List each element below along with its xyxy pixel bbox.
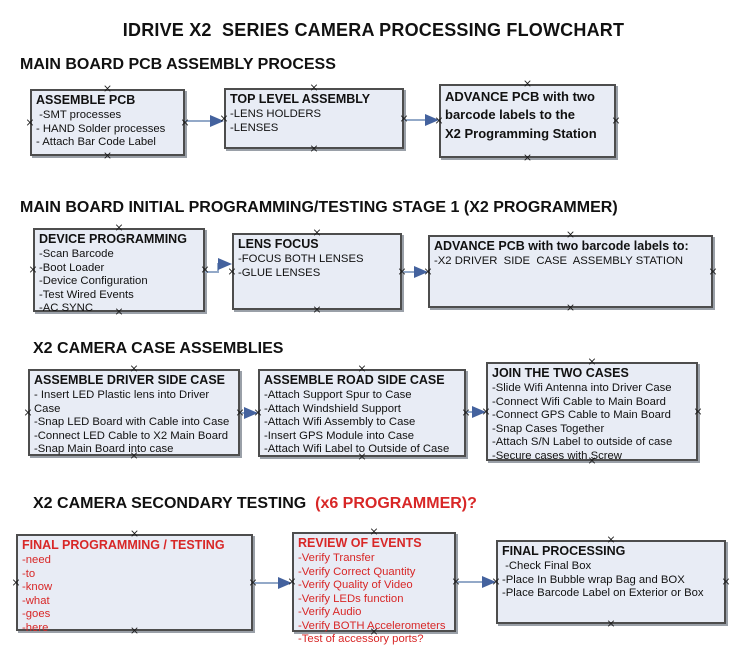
box-item: -Attach Wifi Assembly to Case	[264, 416, 416, 428]
box-item: -LENS HOLDERS	[230, 108, 322, 120]
box-item: -Snap Cases Together	[492, 422, 605, 435]
box-item: -GLUE LENSES	[238, 266, 321, 279]
box-item: -Secure cases with Screw	[492, 449, 622, 462]
box-item: - HAND Solder processes	[36, 122, 166, 135]
flow-box-final-processing[interactable]: FINAL PROCESSING -Check Final Box -Place…	[496, 540, 726, 624]
box-title: DEVICE PROGRAMMING	[39, 232, 187, 246]
box-item: -Attach Wifi Label to Outside of Case	[264, 443, 450, 455]
box-item: -Attach Windshield Support	[264, 402, 401, 415]
box-title: FINAL PROGRAMMING / TESTING	[22, 538, 225, 552]
box-item: -Insert GPS Module into Case	[264, 429, 415, 442]
box-item: -Test Wired Events	[39, 288, 134, 301]
box-title: ASSEMBLE PCB	[36, 93, 136, 107]
flow-box-review-of-events[interactable]: REVIEW OF EVENTS -Verify Transfer -Verif…	[292, 532, 456, 645]
flow-box-final-programming-testing[interactable]: FINAL PROGRAMMING / TESTING -need -to -k…	[16, 534, 253, 634]
box-item: -SMT processes	[36, 109, 122, 121]
box-title: JOIN THE TWO CASES	[492, 366, 629, 380]
box-title: ADVANCE PCB with two barcode labels to:	[434, 239, 689, 253]
flow-box-assemble-road-side-case[interactable]: ASSEMBLE ROAD SIDE CASE -Attach Support …	[258, 369, 466, 457]
section-heading-initial-programming: MAIN BOARD INITIAL PROGRAMMING/TESTING S…	[20, 199, 618, 216]
box-item: -Place Barcode Label on Exterior or Box	[502, 587, 704, 599]
box-item: -Test of accessory ports?	[298, 633, 424, 645]
section-heading-case-assemblies: X2 CAMERA CASE ASSEMBLIES	[33, 340, 284, 357]
flow-box-assemble-pcb[interactable]: ASSEMBLE PCB -SMT processes - HAND Solde…	[30, 89, 185, 156]
box-item: -Slide Wifi Antenna into Driver Case	[492, 382, 672, 394]
box-title: TOP LEVEL ASSEMBLY	[230, 92, 371, 106]
flow-box-assemble-driver-side-case[interactable]: ASSEMBLE DRIVER SIDE CASE - Insert LED P…	[28, 369, 240, 456]
box-item: -Place In Bubble wrap Bag and BOX	[502, 573, 685, 586]
box-item: -Verify Correct Quantity	[298, 565, 416, 578]
box-item: -Check Final Box	[502, 560, 592, 572]
arrow-device-to-lensfocus	[205, 258, 232, 273]
section-heading-secondary-testing: X2 CAMERA SECONDARY TESTING (x6 PROGRAMM…	[33, 495, 477, 513]
box-item: -Verify LEDs function	[298, 592, 404, 605]
box-item: -need	[22, 554, 51, 566]
box-item: -Connect LED Cable to X2 Main Board	[34, 429, 229, 442]
flow-box-advance-pcb-programming-station[interactable]: ADVANCE PCB with two barcode labels to t…	[439, 84, 616, 158]
box-item: -here	[22, 621, 49, 634]
box-item: -what	[22, 594, 50, 607]
box-item: -Attach Support Spur to Case	[264, 389, 412, 401]
box-item: -AC SYNC	[39, 302, 93, 314]
box-title: FINAL PROCESSING	[502, 544, 626, 558]
flow-box-device-programming[interactable]: DEVICE PROGRAMMING -Scan Barcode -Boot L…	[33, 228, 205, 314]
box-title: REVIEW OF EVENTS	[298, 536, 422, 550]
box-item: -Scan Barcode	[39, 248, 114, 260]
heading-black-part: X2 CAMERA SECONDARY TESTING	[33, 495, 307, 512]
box-title: ASSEMBLE DRIVER SIDE CASE	[34, 373, 226, 387]
box-title: LENS FOCUS	[238, 237, 319, 251]
box-item: -Verify Quality of Video	[298, 579, 413, 591]
flow-box-advance-pcb-driver-side-station[interactable]: ADVANCE PCB with two barcode labels to: …	[428, 235, 713, 308]
box-item: -Snap LED Board with Cable into Case	[34, 416, 230, 428]
box-title: ADVANCE PCB with two barcode labels to t…	[445, 89, 597, 141]
section-heading-pcb-assembly: MAIN BOARD PCB ASSEMBLY PROCESS	[20, 56, 336, 73]
flow-box-lens-focus[interactable]: LENS FOCUS -FOCUS BOTH LENSES -GLUE LENS…	[232, 233, 402, 310]
box-title: ASSEMBLE ROAD SIDE CASE	[264, 373, 445, 387]
page-title: IDRIVE X2 SERIES CAMERA PROCESSING FLOWC…	[122, 20, 625, 40]
box-item: -Verify Audio	[298, 606, 362, 618]
box-item: - Insert LED Plastic lens into Driver Ca…	[34, 389, 213, 415]
box-item: -Verify BOTH Accelerometers	[298, 619, 446, 632]
flow-box-join-the-two-cases[interactable]: JOIN THE TWO CASES -Slide Wifi Antenna i…	[486, 362, 698, 462]
box-item: - Attach Bar Code Label	[36, 136, 156, 148]
box-item: -Boot Loader	[39, 261, 105, 274]
box-item: -X2 DRIVER SIDE CASE ASSEMBLY STATION	[434, 255, 684, 267]
heading-red-part: (x6 PROGRAMMER)?	[306, 495, 477, 512]
box-item: -FOCUS BOTH LENSES	[238, 253, 364, 265]
box-item: -Snap Main Board into case	[34, 443, 174, 455]
box-item: -Attach S/N Label to outside of case	[492, 436, 673, 448]
box-item: -LENSES	[230, 121, 279, 134]
box-item: -Connect Wifi Cable to Main Board	[492, 395, 666, 408]
box-item: -Device Configuration	[39, 275, 148, 287]
box-item: -know	[22, 581, 53, 593]
box-item: -Connect GPS Cable to Main Board	[492, 409, 671, 421]
box-item: -goes	[22, 608, 51, 620]
box-item: -Verify Transfer	[298, 552, 375, 564]
flow-box-top-level-assembly[interactable]: TOP LEVEL ASSEMBLY -LENS HOLDERS -LENSES	[224, 88, 404, 149]
box-item: -to	[22, 567, 36, 580]
